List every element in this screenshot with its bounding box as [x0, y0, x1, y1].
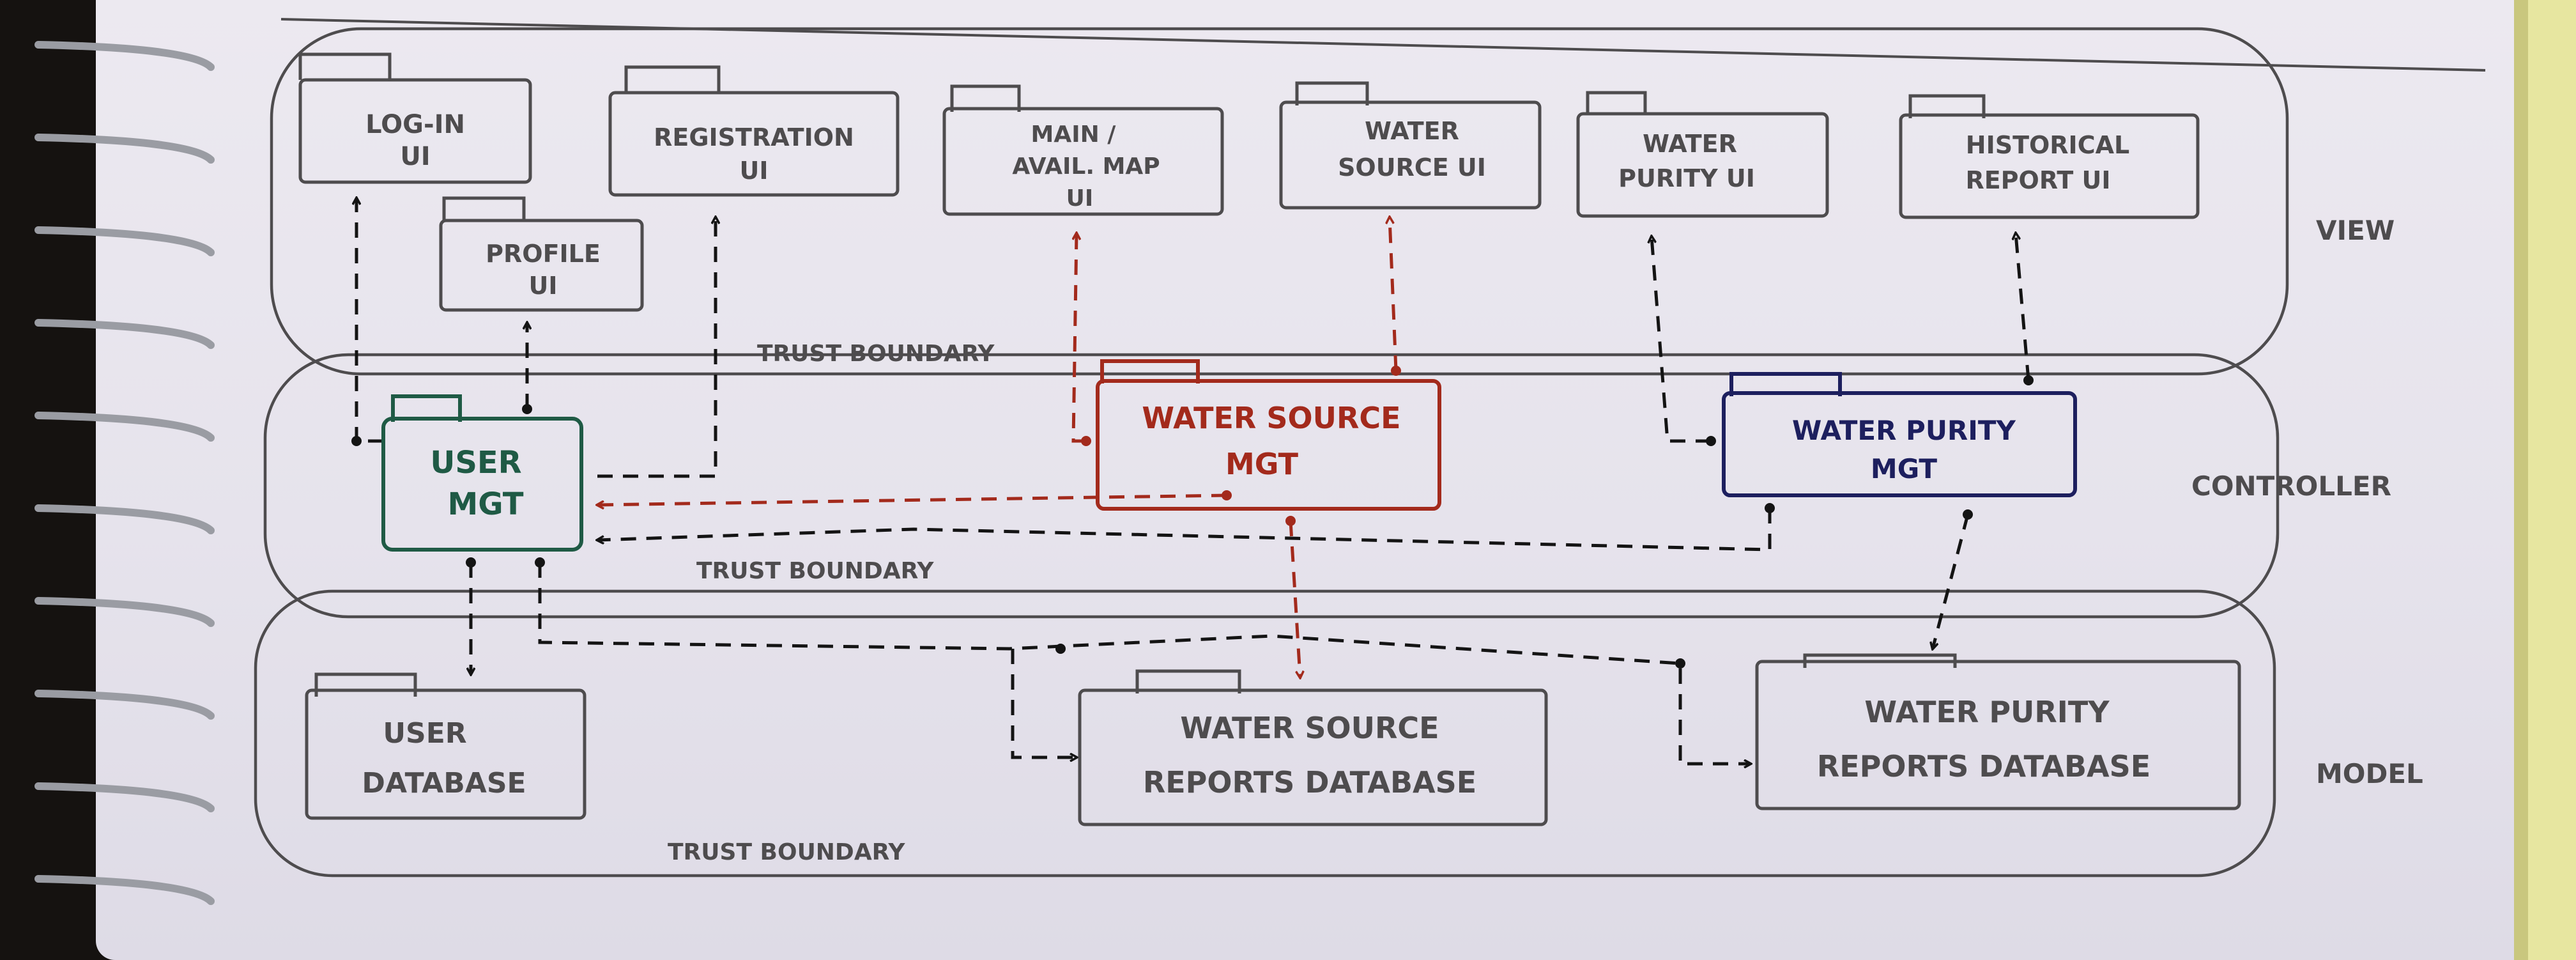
registration-ui-label-2: UI	[740, 157, 769, 185]
login-ui-label-1: LOG-IN	[365, 110, 465, 139]
water-source-ui-label-1: WATER	[1365, 117, 1459, 145]
package-water-purity-ui: WATER PURITY UI	[1576, 91, 1829, 218]
top-divider	[280, 18, 2486, 72]
package-user-mgt: USER MGT	[381, 394, 583, 552]
connectors	[356, 198, 2030, 764]
login-ui-label-2: UI	[400, 142, 430, 171]
user-mgt-label-1: USER	[430, 445, 521, 481]
package-main-map-ui: MAIN / AVAIL. MAP UI	[942, 84, 1224, 216]
connector-usermgt-login	[356, 198, 383, 443]
trust-boundary-label-1: TRUST BOUNDARY	[757, 341, 995, 367]
water-purity-db-label-1: WATER PURITY	[1864, 695, 2110, 729]
connector-wsmgt-mainmap	[1071, 233, 1086, 443]
connector-wsmgt-wsui	[1390, 217, 1398, 371]
package-water-purity-mgt: WATER PURITY MGT	[1722, 372, 2077, 497]
package-water-purity-db: WATER PURITY REPORTS DATABASE	[1755, 653, 2241, 810]
registration-ui-label-1: REGISTRATION	[654, 123, 854, 151]
notebook-page	[96, 0, 2524, 960]
connector-wsmgt-wsdb	[1289, 520, 1300, 677]
highlighter-pen	[2514, 0, 2576, 960]
connector-wpmgt-usermgt	[597, 508, 1772, 552]
user-database-label-2: DATABASE	[362, 767, 526, 800]
water-purity-ui-label-1: WATER	[1643, 130, 1737, 158]
profile-ui-label-1: PROFILE	[486, 240, 601, 268]
spiral-binding	[34, 41, 215, 905]
connector-dots	[351, 366, 2034, 669]
connector-wpmgt-historical	[2016, 233, 2030, 381]
controller-layer-boundary	[263, 353, 2280, 619]
package-user-database: USER DATABASE	[305, 672, 586, 820]
package-login-ui: LOG-IN UI	[298, 52, 532, 184]
user-mgt-label-2: MGT	[447, 486, 523, 522]
water-purity-mgt-label-1: WATER PURITY	[1792, 415, 2016, 446]
trust-boundary-label-3: TRUST BOUNDARY	[668, 839, 905, 865]
historical-report-ui-label-2: REPORT UI	[1965, 166, 2110, 194]
trust-boundary-labels: TRUST BOUNDARY TRUST BOUNDARY TRUST BOUN…	[668, 341, 995, 865]
water-purity-db-label-2: REPORTS DATABASE	[1817, 749, 2150, 784]
package-registration-ui: REGISTRATION UI	[608, 65, 900, 197]
package-water-source-ui: WATER SOURCE UI	[1279, 81, 1542, 210]
package-profile-ui: PROFILE UI	[439, 196, 644, 312]
water-source-db-label-2: REPORTS DATABASE	[1143, 765, 1476, 800]
connector-wpmgt-wpdb	[1933, 514, 1970, 649]
model-layer-label: MODEL	[2316, 758, 2423, 789]
view-layer-boundary	[270, 27, 2289, 376]
connector-usermgt-reports	[538, 562, 1751, 764]
water-source-mgt-label-1: WATER SOURCE	[1142, 401, 1400, 435]
main-map-ui-label-1: MAIN /	[1031, 121, 1117, 148]
connector-wsmgt-usermgt	[597, 493, 1227, 505]
water-purity-mgt-label-2: MGT	[1871, 453, 1938, 484]
historical-report-ui-label-1: HISTORICAL	[1966, 131, 2129, 159]
water-source-db-label-1: WATER SOURCE	[1180, 711, 1439, 745]
view-layer-label: VIEW	[2316, 215, 2395, 246]
package-water-source-mgt: WATER SOURCE MGT	[1096, 359, 1441, 511]
connector-usermgt-wsdb	[1011, 649, 1077, 757]
connector-wpmgt-wpui	[1652, 236, 1711, 443]
package-historical-report-ui: HISTORICAL REPORT UI	[1899, 94, 2200, 219]
water-source-ui-label-2: SOURCE UI	[1338, 153, 1486, 182]
package-water-source-db: WATER SOURCE REPORTS DATABASE	[1078, 669, 1548, 826]
user-database-label-1: USER	[383, 717, 466, 750]
model-layer-boundary	[254, 589, 2276, 878]
main-map-ui-label-3: UI	[1066, 185, 1094, 212]
connector-usermgt-registration	[597, 217, 716, 478]
controller-layer-label: CONTROLLER	[2191, 470, 2391, 502]
layer-boundaries	[254, 27, 2289, 878]
water-source-mgt-label-2: MGT	[1225, 447, 1299, 481]
main-map-ui-label-2: AVAIL. MAP	[1012, 153, 1160, 180]
trust-boundary-label-2: TRUST BOUNDARY	[696, 558, 934, 584]
water-purity-ui-label-2: PURITY UI	[1618, 164, 1755, 192]
profile-ui-label-2: UI	[529, 272, 558, 300]
